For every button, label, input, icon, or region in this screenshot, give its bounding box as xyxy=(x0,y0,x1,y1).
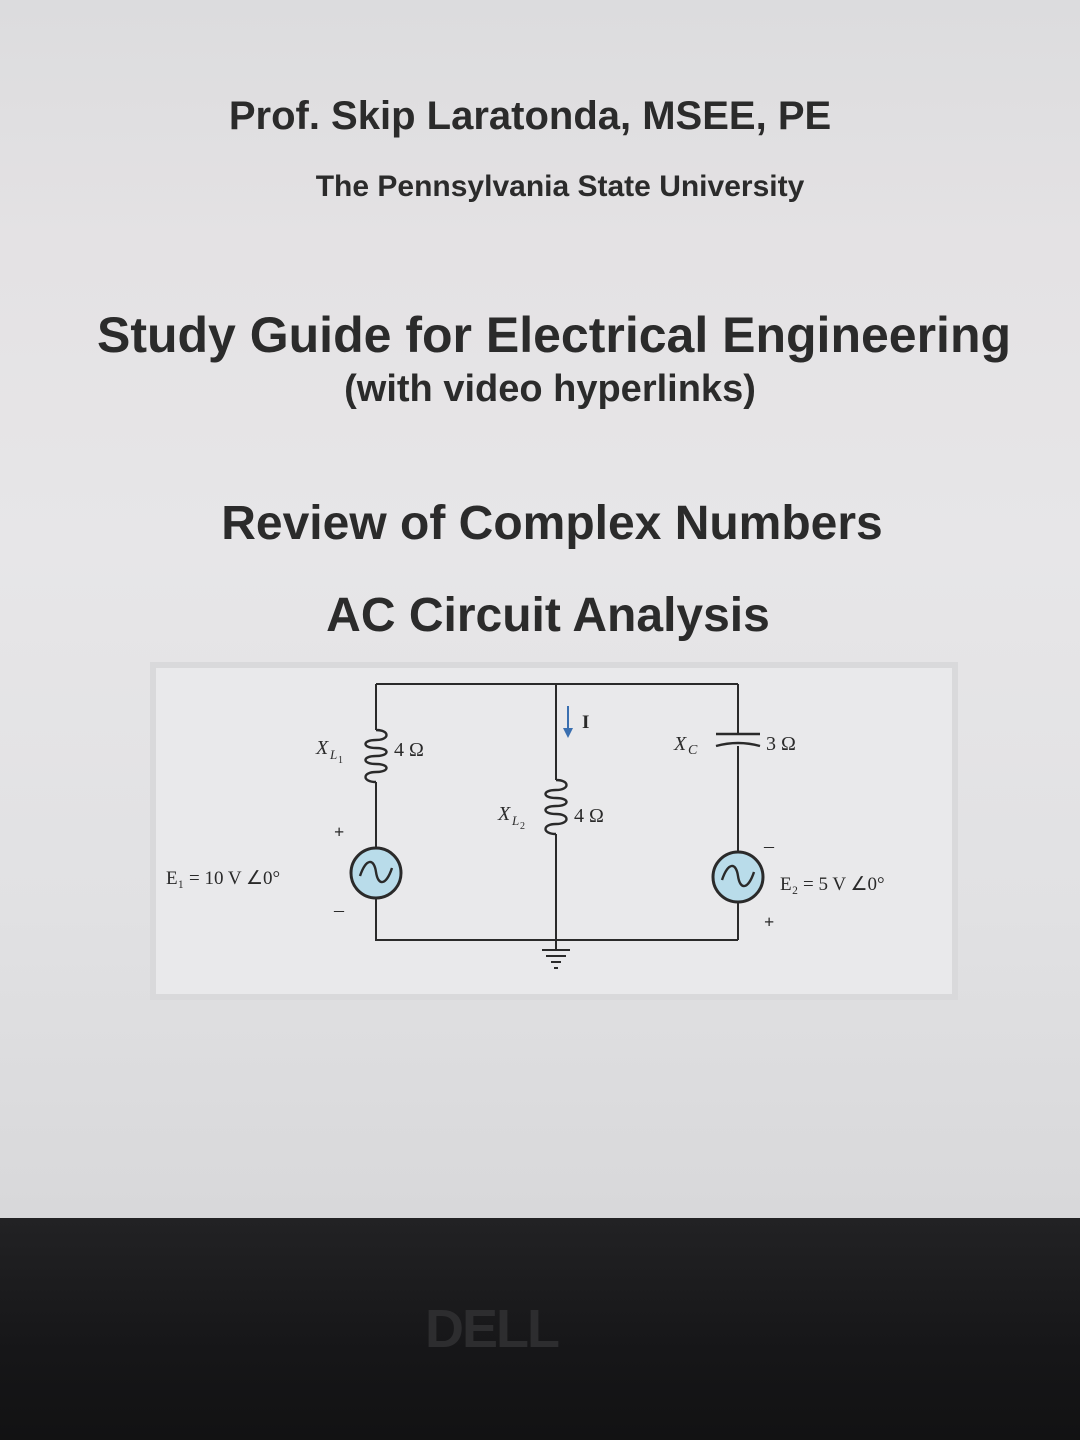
e1-plus: + xyxy=(334,822,344,842)
xc-symbol: X xyxy=(673,733,687,755)
ground-icon xyxy=(542,949,570,969)
dell-logo: DELL xyxy=(425,1299,560,1359)
e2-label: E₂ = 5 V ∠0° xyxy=(780,874,885,895)
monitor-screen: Prof. Skip Laratonda, MSEE, PE The Penns… xyxy=(0,0,1080,1218)
inductor-l1-icon xyxy=(364,728,388,784)
xc-value: 3 Ω xyxy=(766,733,796,755)
e1-minus: – xyxy=(333,899,345,921)
inductor-l2-icon xyxy=(544,778,568,836)
e2-plus: + xyxy=(764,912,774,932)
xl2-symbol: X xyxy=(497,803,511,825)
capacitor-icon xyxy=(715,732,761,748)
xc-subscript: C xyxy=(688,743,698,758)
xl2-value: 4 Ω xyxy=(574,805,604,827)
diagram-frame xyxy=(150,662,958,1000)
document-subtitle: (with video hyperlinks) xyxy=(344,368,756,410)
current-label: I xyxy=(582,712,589,733)
xl1-subsubscript: 1 xyxy=(338,755,343,766)
topic-ac-circuit-analysis: AC Circuit Analysis xyxy=(326,589,770,642)
xl1-symbol: X xyxy=(315,737,329,759)
xl2-subsubscript: 2 xyxy=(520,821,525,832)
source-e2-icon xyxy=(711,850,765,904)
source-e1-icon xyxy=(349,846,403,900)
e2-minus: – xyxy=(763,835,775,857)
topic-complex-numbers: Review of Complex Numbers xyxy=(221,497,883,550)
circuit-diagram: X L 1 4 Ω X L 2 4 Ω X C 3 Ω I + – E₁ = 1… xyxy=(150,662,958,1000)
author-name: Prof. Skip Laratonda, MSEE, PE xyxy=(228,94,832,138)
document-title: Study Guide for Electrical Engineering xyxy=(96,307,1012,363)
circuit-wires xyxy=(375,683,739,950)
e1-label: E₁ = 10 V ∠0° xyxy=(166,868,280,889)
xl2-subscript: L xyxy=(511,813,519,828)
institution-name: The Pennsylvania State University xyxy=(315,170,805,203)
xl1-value: 4 Ω xyxy=(394,739,424,761)
monitor-bezel xyxy=(0,1218,1080,1440)
current-arrow-icon xyxy=(563,706,573,738)
xl1-subscript: L xyxy=(329,747,337,762)
